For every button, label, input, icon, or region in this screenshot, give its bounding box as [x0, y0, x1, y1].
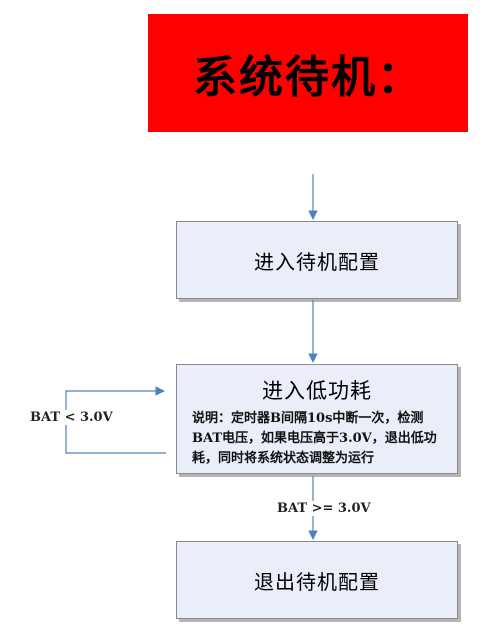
condition-exit-label: BAT >= 3.0V [275, 501, 373, 516]
title-banner: 系统待机： [148, 14, 468, 132]
diagram-title: 系统待机： [193, 52, 423, 103]
condition-loop-label: BAT < 3.0V [30, 410, 113, 425]
step-label: 退出待机配置 [254, 569, 380, 594]
step-enter-standby-config: 进入待机配置 [176, 221, 458, 299]
step-label: 进入低功耗 [262, 379, 372, 403]
step-label: 进入待机配置 [254, 249, 380, 274]
step-note: 说明：定时器B间隔10s中断一次，检测BAT电压，如果电压高于3.0V，退出低功… [192, 411, 437, 466]
step-enter-low-power: 进入低功耗 说明：定时器B间隔10s中断一次，检测BAT电压，如果电压高于3.0… [176, 364, 458, 474]
step-exit-standby-config: 退出待机配置 [176, 541, 458, 619]
